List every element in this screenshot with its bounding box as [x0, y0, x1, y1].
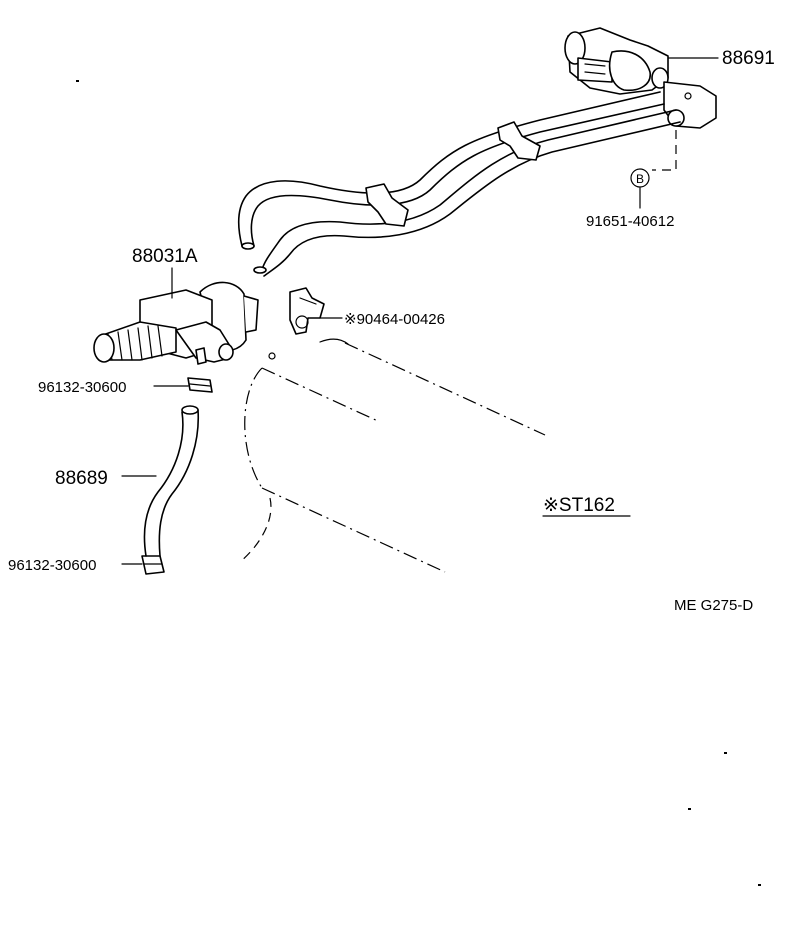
- label-solenoid-valve: 88691: [722, 48, 775, 69]
- grommet-leader: [652, 130, 677, 171]
- leader-lines: [121, 57, 719, 565]
- label-engine-note: ※ST162: [543, 495, 615, 516]
- label-canister: 88031A: [132, 246, 198, 267]
- hose-88689: [143, 405, 200, 557]
- vsv-solenoid-valve: [564, 27, 717, 129]
- scan-specks: [76, 80, 761, 886]
- charcoal-canister: [93, 281, 259, 365]
- label-clamp-upper: 96132-30600: [38, 379, 126, 396]
- grommet-callout-letter: B: [636, 172, 644, 186]
- grommet-callout-circle: [630, 168, 650, 188]
- vacuum-hose-bundle: [237, 91, 681, 277]
- label-clip: ※90464-00426: [344, 311, 445, 328]
- label-grommet: 91651-40612: [586, 213, 674, 230]
- hose-clamp-upper: [187, 377, 213, 393]
- clip-90464: [289, 287, 325, 335]
- hose-clamp-lower: [141, 555, 165, 575]
- footer-code: ME G275-D: [674, 597, 753, 614]
- label-hose: 88689: [55, 468, 108, 489]
- engine-outline: [239, 338, 546, 573]
- label-clamp-lower: 96132-30600: [8, 557, 96, 574]
